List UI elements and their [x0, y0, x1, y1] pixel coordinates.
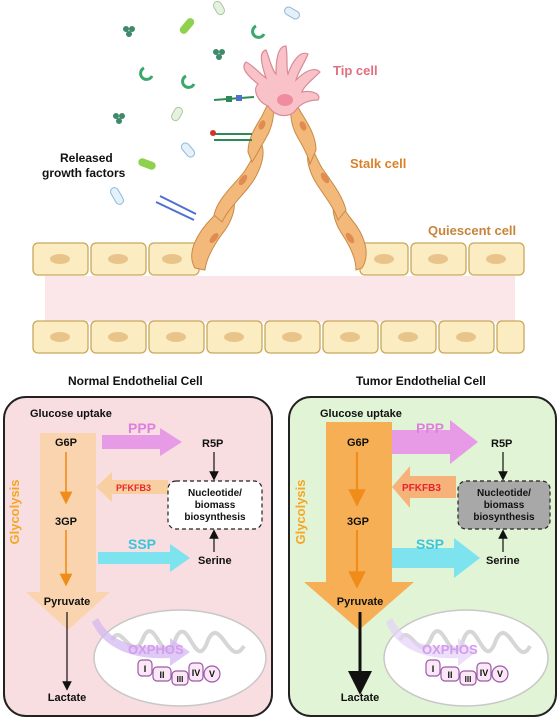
- pyruvate-label: Pyruvate: [44, 596, 90, 608]
- normal-endothelial-panel: I II III IV V Glucose uptake G6P 3GP Pyr…: [3, 396, 273, 717]
- glucose-uptake-label: Glucose uptake: [30, 408, 112, 420]
- lactate-label: Lactate: [48, 692, 87, 704]
- 3gp-label: 3GP: [55, 516, 77, 528]
- pfkfb3-label: PFKFB3: [402, 483, 441, 494]
- quiescent-cell-label: Quiescent cell: [428, 223, 516, 238]
- growth-factor-particles: [110, 0, 300, 205]
- 3gp-label: 3GP: [347, 516, 369, 528]
- complex-iv-label: IV: [192, 668, 201, 678]
- g6p-label: G6P: [55, 437, 77, 449]
- vessel-lumen: [45, 276, 515, 322]
- quiescent-cells-bottom-row: [32, 320, 525, 354]
- complex-ii-label: II: [159, 670, 164, 680]
- ssp-label: SSP: [416, 536, 444, 552]
- serine-label: Serine: [486, 555, 520, 567]
- complex-iii-label: III: [465, 675, 472, 684]
- tumor-panel-title: Tumor Endothelial Cell: [356, 374, 486, 388]
- complex-i-label: I: [432, 664, 435, 674]
- pyruvate-label: Pyruvate: [337, 596, 383, 608]
- stalk-cells-right: [290, 99, 367, 271]
- etc-complexes: I II III IV V: [425, 659, 509, 686]
- growth-factors-label-line1: Released: [60, 151, 113, 165]
- complex-i-label: I: [144, 664, 147, 674]
- nucleotide-biosynthesis-box: [457, 480, 551, 530]
- nucleotide-label-line1: Nucleotide/: [188, 488, 242, 499]
- nucleotide-biosynthesis-box: [167, 480, 263, 530]
- glycolysis-arrow: [26, 433, 110, 630]
- pfkfb3-arrow: [96, 472, 168, 502]
- oxphos-arrow: [386, 618, 476, 666]
- ssp-label: SSP: [128, 536, 156, 552]
- pfkfb3-label: PFKFB3: [116, 483, 151, 493]
- complex-v-label: V: [497, 669, 503, 679]
- ssp-arrow: [98, 544, 190, 572]
- nucleotide-label-line2: biomass: [195, 500, 236, 511]
- oxphos-label: OXPHOS: [422, 642, 478, 657]
- normal-panel-title: Normal Endothelial Cell: [68, 374, 203, 388]
- receptor-icon: [155, 95, 255, 221]
- quiescent-cells-top-row: [32, 242, 525, 276]
- stalk-cells-left: [191, 99, 275, 271]
- ppp-label: PPP: [416, 420, 444, 436]
- complex-iii-label: III: [177, 675, 184, 684]
- g6p-label: G6P: [347, 437, 369, 449]
- nucleotide-label-line2: biomass: [484, 500, 525, 511]
- oxphos-arrow: [92, 618, 190, 666]
- tip-cell-label: Tip cell: [333, 63, 378, 78]
- lactate-label: Lactate: [341, 692, 380, 704]
- nucleotide-label-line3: biosynthesis: [473, 512, 535, 523]
- r5p-label: R5P: [202, 438, 223, 450]
- glucose-uptake-label: Glucose uptake: [320, 408, 402, 420]
- r5p-label: R5P: [491, 438, 512, 450]
- glycolysis-label: Glycolysis: [7, 479, 22, 544]
- tumor-endothelial-panel: I II III IV V Glucose uptake G6P 3GP Pyr…: [288, 396, 557, 717]
- stalk-cell-label: Stalk cell: [350, 156, 406, 171]
- ppp-label: PPP: [128, 420, 156, 436]
- growth-factors-label-line2: growth factors: [42, 166, 126, 180]
- tip-cell: [243, 45, 321, 117]
- glycolysis-label: Glycolysis: [293, 479, 308, 544]
- glycolysis-arrow: [304, 422, 414, 630]
- complex-v-label: V: [209, 669, 215, 679]
- nucleotide-label-line3: biosynthesis: [184, 512, 246, 523]
- complex-iv-label: IV: [480, 668, 489, 678]
- complex-ii-label: II: [447, 670, 452, 680]
- etc-complexes: I II III IV V: [137, 659, 221, 686]
- oxphos-label: OXPHOS: [128, 642, 184, 657]
- ssp-arrow: [392, 538, 480, 578]
- serine-label: Serine: [198, 555, 232, 567]
- nucleotide-label-line1: Nucleotide/: [477, 488, 531, 499]
- ppp-arrow: [102, 428, 182, 456]
- ppp-arrow: [392, 420, 478, 464]
- pfkfb3-arrow: [392, 466, 456, 508]
